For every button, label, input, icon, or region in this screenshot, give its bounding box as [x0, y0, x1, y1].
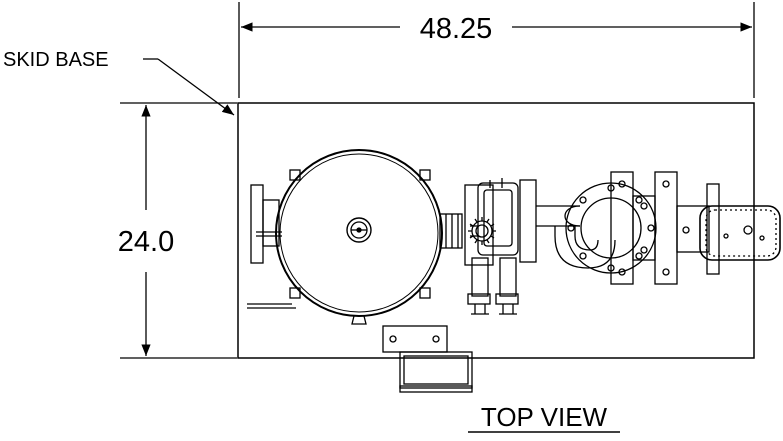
- width-dimension: 48.25: [238, 2, 755, 98]
- meter-head: [699, 205, 781, 261]
- height-dimension-label: 24.0: [118, 226, 174, 258]
- skid-base-label: SKID BASE: [3, 49, 109, 71]
- height-dimension: 24.0: [118, 102, 237, 359]
- skid-base-callout: SKID BASE: [3, 49, 235, 116]
- tank-center-fitting: [346, 217, 372, 243]
- view-title: TOP VIEW: [468, 402, 620, 433]
- skid-drain-fitting: [382, 325, 473, 393]
- skid-base-plate: [237, 102, 755, 359]
- width-dimension-label: 48.25: [420, 13, 493, 45]
- solenoid-valve-left: [467, 257, 491, 315]
- meter-inlet-pipe: [676, 183, 720, 275]
- control-valve: [464, 178, 537, 266]
- skid-base-leader: [157, 58, 235, 116]
- outlet-pipe: [536, 205, 581, 227]
- tank-inlet-flange-left: [250, 184, 282, 264]
- valve-actuator-gear: [468, 217, 496, 245]
- filter-tank: [247, 149, 443, 325]
- flange-bracket: [610, 171, 678, 285]
- view-title-label: TOP VIEW: [481, 402, 608, 432]
- pipe-elbow: [554, 226, 616, 269]
- tank-outlet-pipe: [439, 213, 463, 249]
- solenoid-valve-right: [495, 257, 519, 315]
